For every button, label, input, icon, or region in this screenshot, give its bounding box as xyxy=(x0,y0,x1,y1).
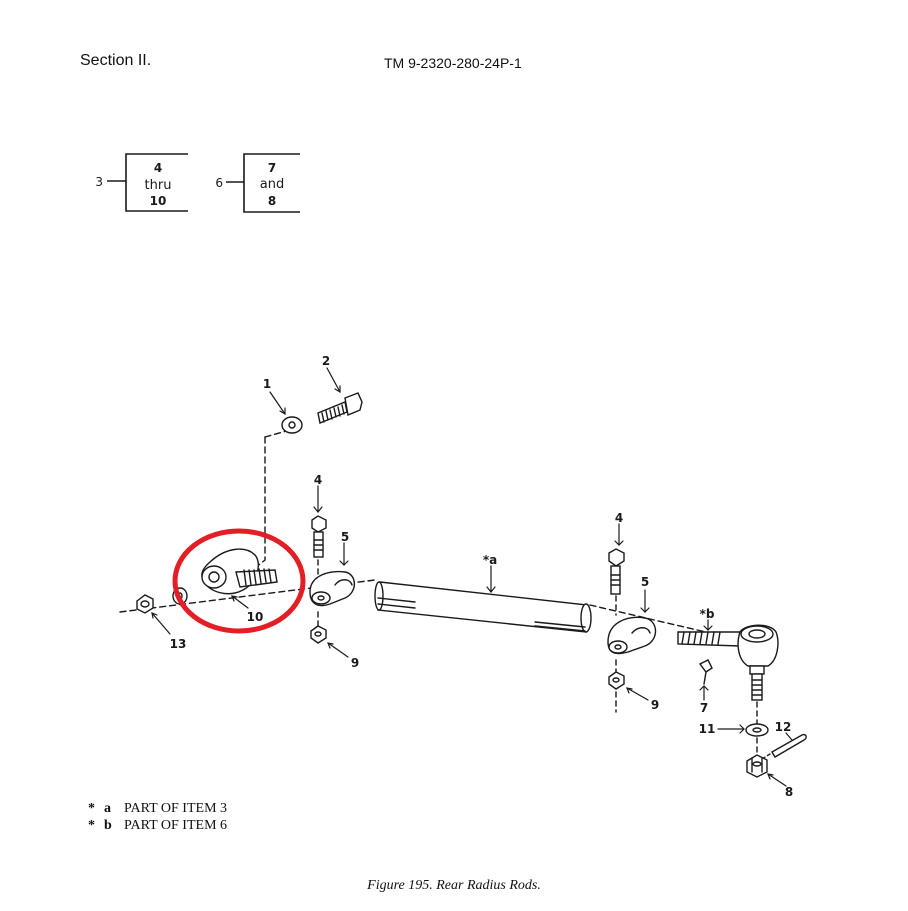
callout-12: 12 xyxy=(775,720,792,734)
callout-5-right: 5 xyxy=(641,575,649,589)
clamp-part-5-left xyxy=(309,570,356,607)
callout-1: 1 xyxy=(263,377,271,391)
cotter-pin-part-12 xyxy=(761,733,807,760)
rod-end-part-b xyxy=(677,624,779,761)
bolt-part-4-right xyxy=(608,548,625,616)
callout-4-left: 4 xyxy=(314,473,322,487)
key-box-3-line3: 10 xyxy=(150,194,167,208)
bolt-part-2 xyxy=(317,392,363,424)
key-box-6-line2: and xyxy=(260,177,284,192)
key-box-6-line1: 7 xyxy=(268,161,276,175)
notes-block: * a PART OF ITEM 3 * b PART OF ITEM 6 xyxy=(88,800,227,834)
key-box-item-3 xyxy=(107,153,188,212)
key-box-6-line3: 8 xyxy=(268,194,276,208)
nut-part-9-right xyxy=(608,659,625,713)
fitting-part-7 xyxy=(698,659,713,685)
figure-caption: Figure 195. Rear Radius Rods. xyxy=(367,878,541,893)
callout-7: 7 xyxy=(700,701,708,715)
bolt-part-4-left xyxy=(311,515,327,576)
callout-5-left: 5 xyxy=(341,530,349,544)
washer-part-1 xyxy=(281,416,303,434)
clamp-part-5-right xyxy=(607,616,657,655)
note-b-star: * xyxy=(88,818,95,833)
callout-b: *b xyxy=(700,607,715,621)
callout-13: 13 xyxy=(170,637,187,651)
nut-part-8 xyxy=(746,754,768,778)
key-box-3-line2: thru xyxy=(145,178,172,193)
note-a-star: * xyxy=(88,801,95,816)
note-a-key: a xyxy=(104,801,111,816)
key-box-item-6 xyxy=(226,153,300,213)
nut-part-9-left xyxy=(310,611,327,644)
note-b-text: PART OF ITEM 6 xyxy=(124,818,228,833)
callout-9-left: 9 xyxy=(351,656,359,670)
callout-8: 8 xyxy=(785,785,793,799)
note-b: * b PART OF ITEM 6 xyxy=(88,817,227,834)
note-a: * a PART OF ITEM 3 xyxy=(88,800,227,817)
key-box-3-line1: 4 xyxy=(154,161,162,175)
section-heading: Section II. xyxy=(80,52,152,69)
callout-9-right: 9 xyxy=(651,698,659,712)
rod-end-part-10 xyxy=(201,548,278,595)
note-a-text: PART OF ITEM 3 xyxy=(124,801,228,816)
key-box-6-item: 6 xyxy=(215,176,223,190)
note-b-key: b xyxy=(104,818,112,833)
callout-11: 11 xyxy=(699,722,716,736)
washer-part-11 xyxy=(745,723,769,737)
tm-number: TM 9-2320-280-24P-1 xyxy=(384,55,522,71)
callout-4-right: 4 xyxy=(615,511,623,525)
tube-part-a xyxy=(374,581,592,633)
key-box-3-item: 3 xyxy=(95,175,103,189)
highlight-circle xyxy=(172,528,306,634)
callout-2: 2 xyxy=(322,354,330,368)
callout-a: *a xyxy=(483,553,497,567)
callout-10: 10 xyxy=(247,610,264,624)
